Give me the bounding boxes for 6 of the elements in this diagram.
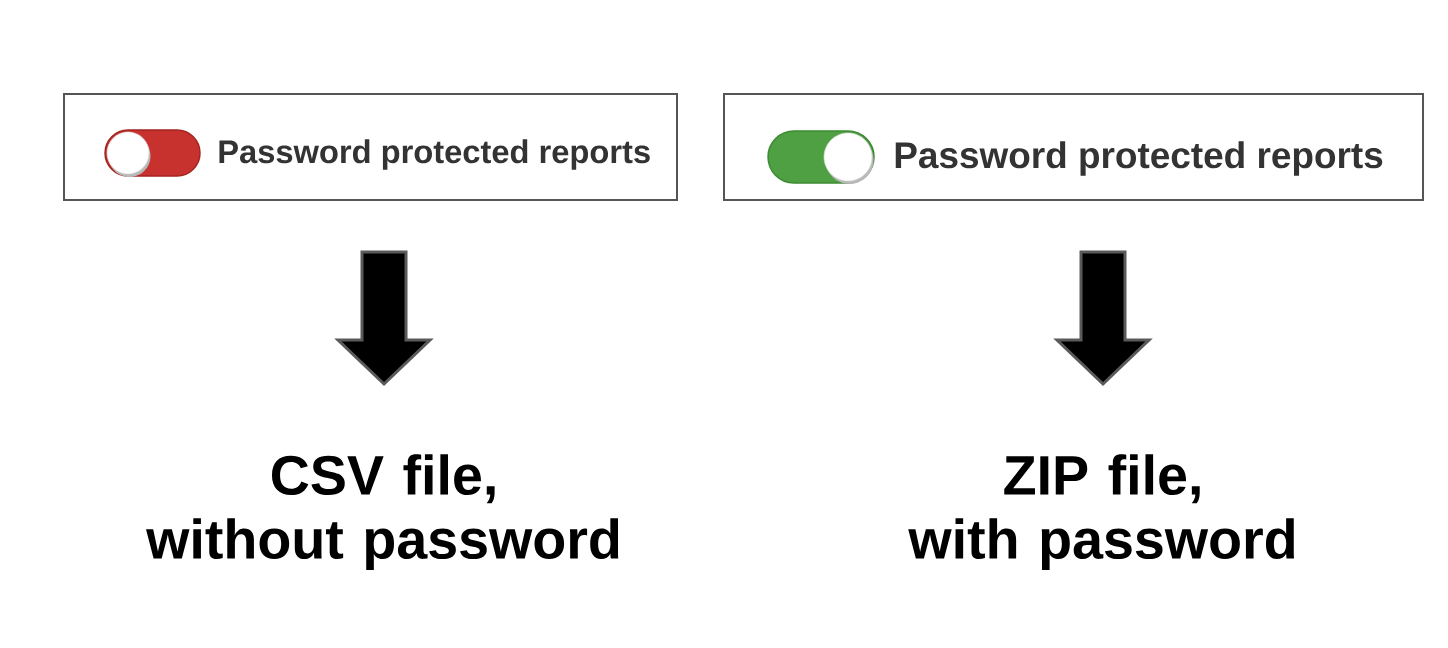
result-label: ZIP file, with password <box>908 454 1294 571</box>
setting-box: Password protected reports <box>63 93 678 201</box>
setting-box: Password protected reports <box>723 93 1424 201</box>
block-arrow <box>1053 250 1153 387</box>
result-label: CSV file, without password <box>146 454 619 571</box>
block-arrow <box>334 250 434 387</box>
